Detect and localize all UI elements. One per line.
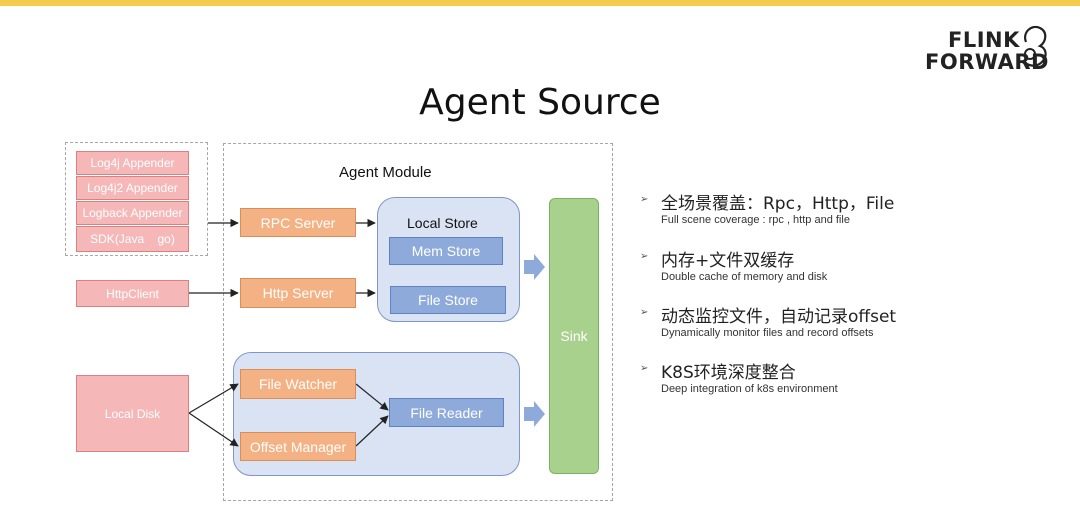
feature-subtitle: Deep integration of k8s environment [661,383,838,395]
file-store-box: File Store [390,286,506,314]
file-reader-box: File Reader [389,398,504,427]
local-disk-box: Local Disk [76,375,189,452]
chevron-right-icon: ➢ [640,194,649,205]
feature-subtitle: Dynamically monitor files and record off… [661,327,874,339]
feature-item: ➢ 全场景覆盖：Rpc，Http，File Full scene coverag… [640,189,1060,229]
arrow-localstore-sink [524,254,545,280]
feature-title: 全场景覆盖：Rpc，Http，File [661,194,895,214]
sink-box: Sink [549,198,599,474]
file-watcher-box: File Watcher [240,369,356,399]
rpc-server-box: RPC Server [240,208,356,237]
feature-subtitle: Double cache of memory and disk [661,271,828,283]
logback-appender-box: Logback Appender [76,201,189,225]
log4j-appender-box: Log4j Appender [76,151,189,175]
log4j2-appender-box: Log4j2 Appender [76,176,189,200]
logo-line2: FORWARD [925,50,1049,74]
agent-module-title: Agent Module [339,164,432,181]
sdk-box: SDK(Java go) [76,226,189,252]
feature-item: ➢ 内存+文件双缓存 Double cache of memory and di… [640,246,1060,286]
flink-forward-logo: FLINK FORWARD [920,24,1050,74]
agent-module-container [223,143,613,501]
arrow-watcher-reader [355,383,389,411]
chevron-right-icon: ➢ [640,307,649,318]
feature-title: 内存+文件双缓存 [661,251,795,271]
arrow-disk-offset [188,412,239,447]
local-store-title: Local Store [407,215,478,231]
arrow-disk-watcher [188,383,239,414]
feature-title: 动态监控文件，自动记录offset [661,307,897,327]
accent-bar [0,0,1080,6]
httpclient-box: HttpClient [76,280,189,307]
feature-title: K8S环境深度整合 [661,363,796,383]
arrow-offset-reader [355,415,389,447]
arrow-filereader-sink [524,401,545,427]
chevron-right-icon: ➢ [640,363,649,374]
http-server-box: Http Server [240,278,356,308]
appender-group [65,142,208,256]
feature-subtitle: Full scene coverage : rpc , http and fil… [661,214,850,226]
chevron-right-icon: ➢ [640,251,649,262]
logo-line1: FLINK [948,28,1020,52]
feature-item: ➢ 动态监控文件，自动记录offset Dynamically monitor … [640,302,1060,342]
slide-title: Agent Source [419,82,661,123]
mem-store-box: Mem Store [389,237,503,265]
squirrel-icon [1022,25,1047,67]
offset-manager-box: Offset Manager [240,432,356,461]
feature-item: ➢ K8S环境深度整合 Deep integration of k8s envi… [640,358,1060,398]
